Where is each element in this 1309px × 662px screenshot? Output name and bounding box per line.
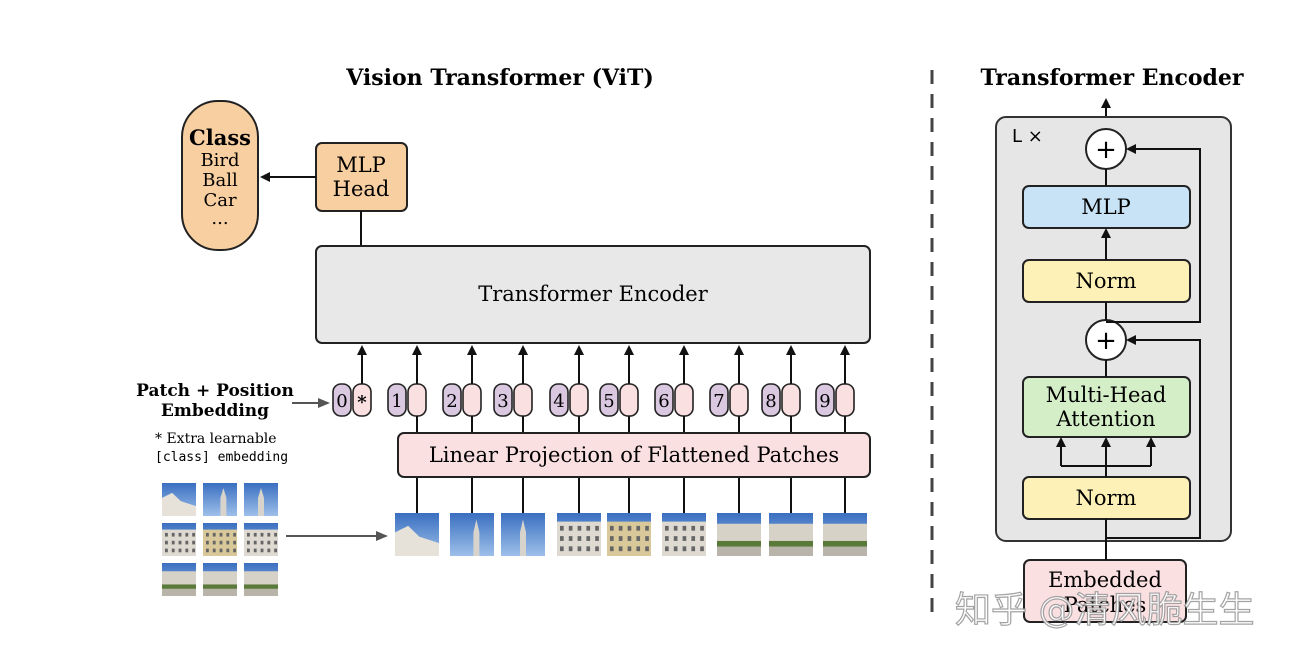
encoder-norm-label: Norm — [1076, 486, 1137, 510]
embedding-token: 7 — [709, 345, 749, 513]
image-patch — [501, 513, 545, 556]
extra-note: [class] embedding — [155, 450, 288, 465]
class-item: Car — [203, 190, 237, 211]
embedding-token: 6 — [654, 345, 694, 513]
image-patch — [823, 513, 867, 556]
transformer-encoder-label: Transformer Encoder — [478, 282, 709, 306]
embedding-token: 2 — [442, 345, 482, 513]
position-number: 6 — [658, 391, 669, 412]
class-item: Bird — [200, 150, 239, 171]
encoder-norm-label: Norm — [1076, 269, 1137, 293]
linear-projection-box: Linear Projection of Flattened Patches — [397, 432, 871, 478]
embedding-label: Patch + Position — [136, 381, 294, 401]
position-number: 3 — [497, 391, 508, 412]
add-node-bottom: + — [1085, 319, 1127, 361]
image-patch — [203, 483, 237, 516]
position-number: 1 — [391, 391, 402, 412]
embedding-token: 9 — [815, 345, 855, 513]
extra-note: * Extra learnable — [155, 431, 277, 447]
repeat-label: L × — [1012, 126, 1043, 147]
encoder-attention-box: Multi-Head Attention — [1022, 376, 1191, 438]
linear-projection-label: Linear Projection of Flattened Patches — [429, 443, 839, 467]
transformer-encoder-box: Transformer Encoder — [315, 245, 871, 344]
embedding-token: 3 — [493, 345, 533, 513]
position-number: 4 — [553, 391, 564, 412]
class-item: ... — [211, 208, 228, 229]
position-number: 9 — [819, 391, 830, 412]
encoder-mlp-label: MLP — [1081, 195, 1131, 219]
image-patch — [557, 513, 601, 556]
encoder-mlp-box: MLP — [1022, 185, 1191, 229]
position-number: 5 — [603, 391, 614, 412]
position-number: 2 — [446, 391, 457, 412]
image-patch — [162, 563, 196, 596]
image-patch — [244, 563, 278, 596]
embedding-token: 0* — [332, 345, 372, 417]
class-output-box: Class Bird Ball Car ... — [181, 100, 259, 251]
add-node-top: + — [1085, 128, 1127, 170]
encoder-attention-label: Multi-Head — [1046, 383, 1167, 407]
image-patch — [395, 513, 439, 556]
image-patch — [717, 513, 761, 556]
embedding-token: 1 — [387, 345, 427, 513]
encoder-norm-top-box: Norm — [1022, 259, 1191, 303]
flattened-patches — [395, 513, 867, 556]
embedding-token: 4 — [549, 345, 589, 513]
image-patch-grid — [162, 483, 278, 596]
image-patch — [244, 523, 278, 556]
encoder-flow-lines — [1056, 144, 1201, 560]
class-item: Ball — [202, 170, 238, 191]
position-number: 8 — [765, 391, 776, 412]
mlp-head-box: MLP Head — [315, 142, 408, 212]
embedding-token: 8 — [761, 345, 801, 513]
embedded-label: Patches — [1064, 593, 1147, 617]
class-heading: Class — [189, 125, 251, 150]
encoder-attention-label: Attention — [1056, 407, 1156, 431]
image-patch — [450, 513, 494, 556]
encoder-norm-bottom-box: Norm — [1022, 476, 1191, 520]
vit-title: Vision Transformer (ViT) — [345, 65, 654, 91]
image-patch — [244, 483, 278, 516]
position-number: 0 — [336, 391, 347, 412]
embedded-label: Embedded — [1048, 568, 1162, 592]
image-patch — [203, 563, 237, 596]
add-symbol: + — [1095, 326, 1117, 356]
image-patch — [607, 513, 651, 556]
image-patch — [203, 523, 237, 556]
image-patch — [662, 513, 706, 556]
encoder-title: Transformer Encoder — [980, 65, 1243, 91]
class-token-symbol: * — [357, 392, 367, 413]
mlp-head-label: MLP — [336, 153, 386, 177]
position-number: 7 — [713, 391, 724, 412]
mlp-head-label: Head — [333, 177, 390, 201]
watermark: 知乎 @清风脆生生 — [955, 590, 1254, 631]
image-patch — [162, 523, 196, 556]
add-symbol: + — [1095, 135, 1117, 165]
image-patch — [162, 483, 196, 516]
embedding-token: 5 — [599, 345, 639, 513]
image-patch — [769, 513, 813, 556]
embedding-label: Embedding — [161, 401, 269, 421]
